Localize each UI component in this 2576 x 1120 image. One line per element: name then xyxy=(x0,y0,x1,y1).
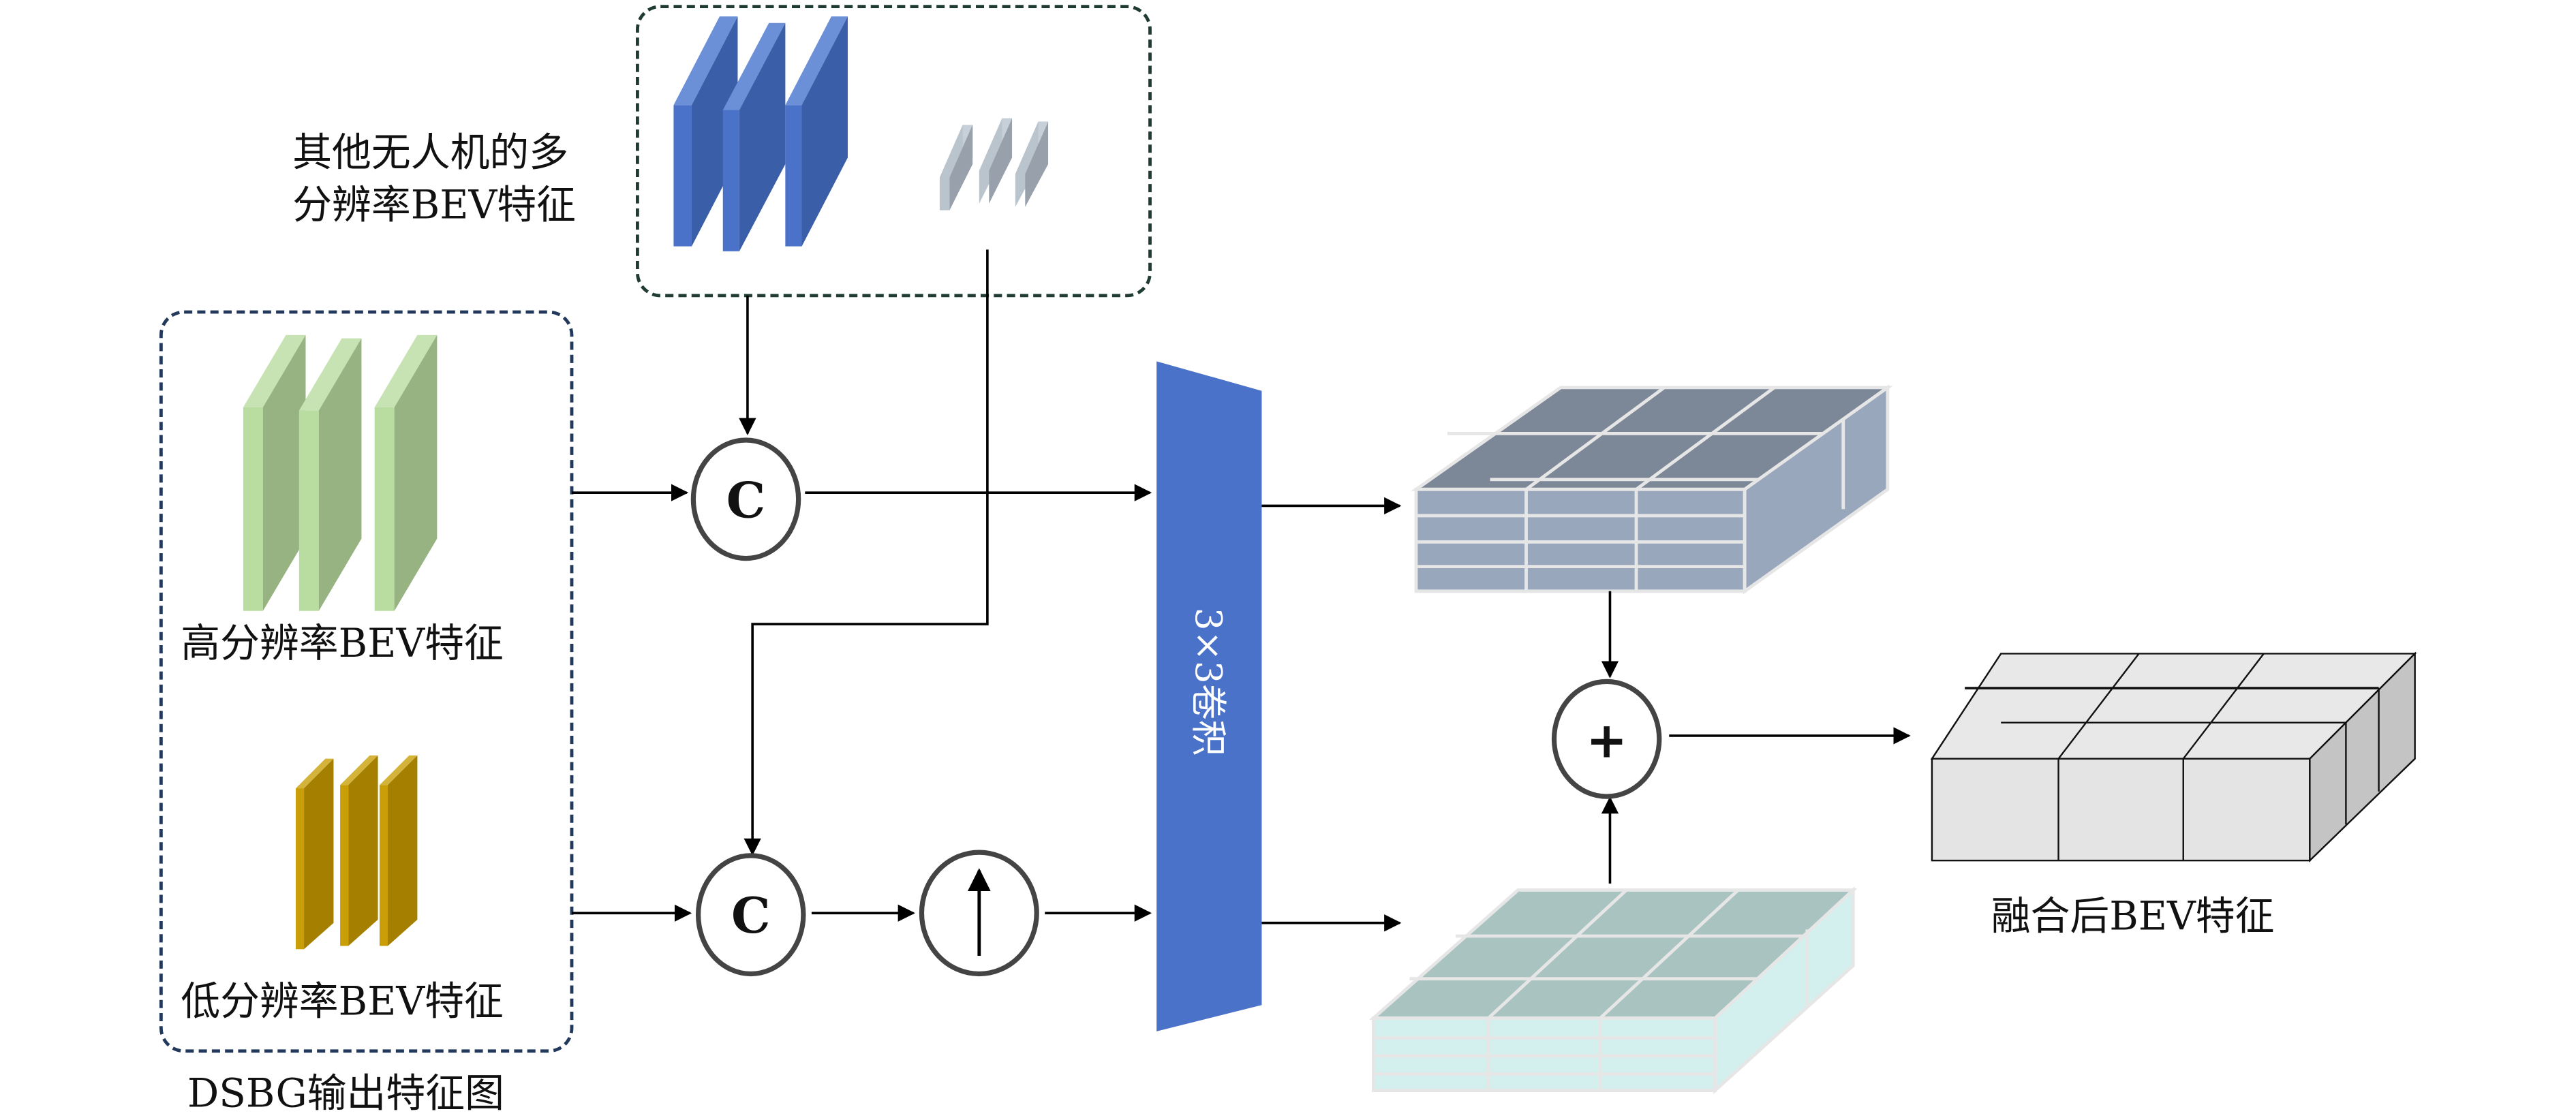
concat-operator-bottom: C xyxy=(695,853,806,977)
feature-slab xyxy=(298,338,362,611)
other-uav-group-box xyxy=(636,5,1152,298)
high-res-features xyxy=(243,335,438,611)
feature-slab xyxy=(296,758,334,950)
other-uav-label-line1: 其他无人机的多 xyxy=(292,129,568,175)
add-operator: + xyxy=(1551,679,1662,799)
feature-slab xyxy=(340,755,378,946)
feature-slab xyxy=(979,118,1013,204)
low-res-features xyxy=(296,755,418,950)
feature-slab xyxy=(939,125,973,211)
bottom-output-feature-block xyxy=(1368,886,1858,1095)
other-uav-label-line2: 分辨率BEV特征 xyxy=(292,182,576,228)
concat-symbol: C xyxy=(726,471,766,529)
concat-operator-top: C xyxy=(690,437,801,561)
low-res-label: 低分辨率BEV特征 xyxy=(181,978,504,1025)
high-res-label: 高分辨率BEV特征 xyxy=(181,620,504,666)
upsample-operator xyxy=(919,850,1039,977)
other-uav-low-res-features xyxy=(939,118,1049,211)
fused-feature-block xyxy=(1930,651,2417,862)
feature-slab xyxy=(1015,121,1049,207)
feature-slab xyxy=(673,16,738,247)
conv-3x3-block: 3×3卷积 xyxy=(1156,361,1262,1031)
concat-symbol: C xyxy=(731,887,771,945)
other-uav-high-res-features xyxy=(673,16,848,251)
feature-slab xyxy=(722,22,786,251)
top-output-feature-block xyxy=(1411,384,1893,595)
feature-slab xyxy=(785,16,848,247)
dsbg-group-box xyxy=(159,310,574,1053)
arrow-other-uav-low-to-concat-bottom xyxy=(743,249,989,856)
plus-icon: + xyxy=(1586,712,1627,769)
feature-slab xyxy=(374,335,438,611)
feature-slab xyxy=(379,755,418,946)
fused-label: 融合后BEV特征 xyxy=(1991,892,2275,939)
conv-label: 3×3卷积 xyxy=(1187,608,1229,756)
dsbg-output-label: DSBG输出特征图 xyxy=(187,1070,504,1117)
feature-slab xyxy=(243,335,306,611)
